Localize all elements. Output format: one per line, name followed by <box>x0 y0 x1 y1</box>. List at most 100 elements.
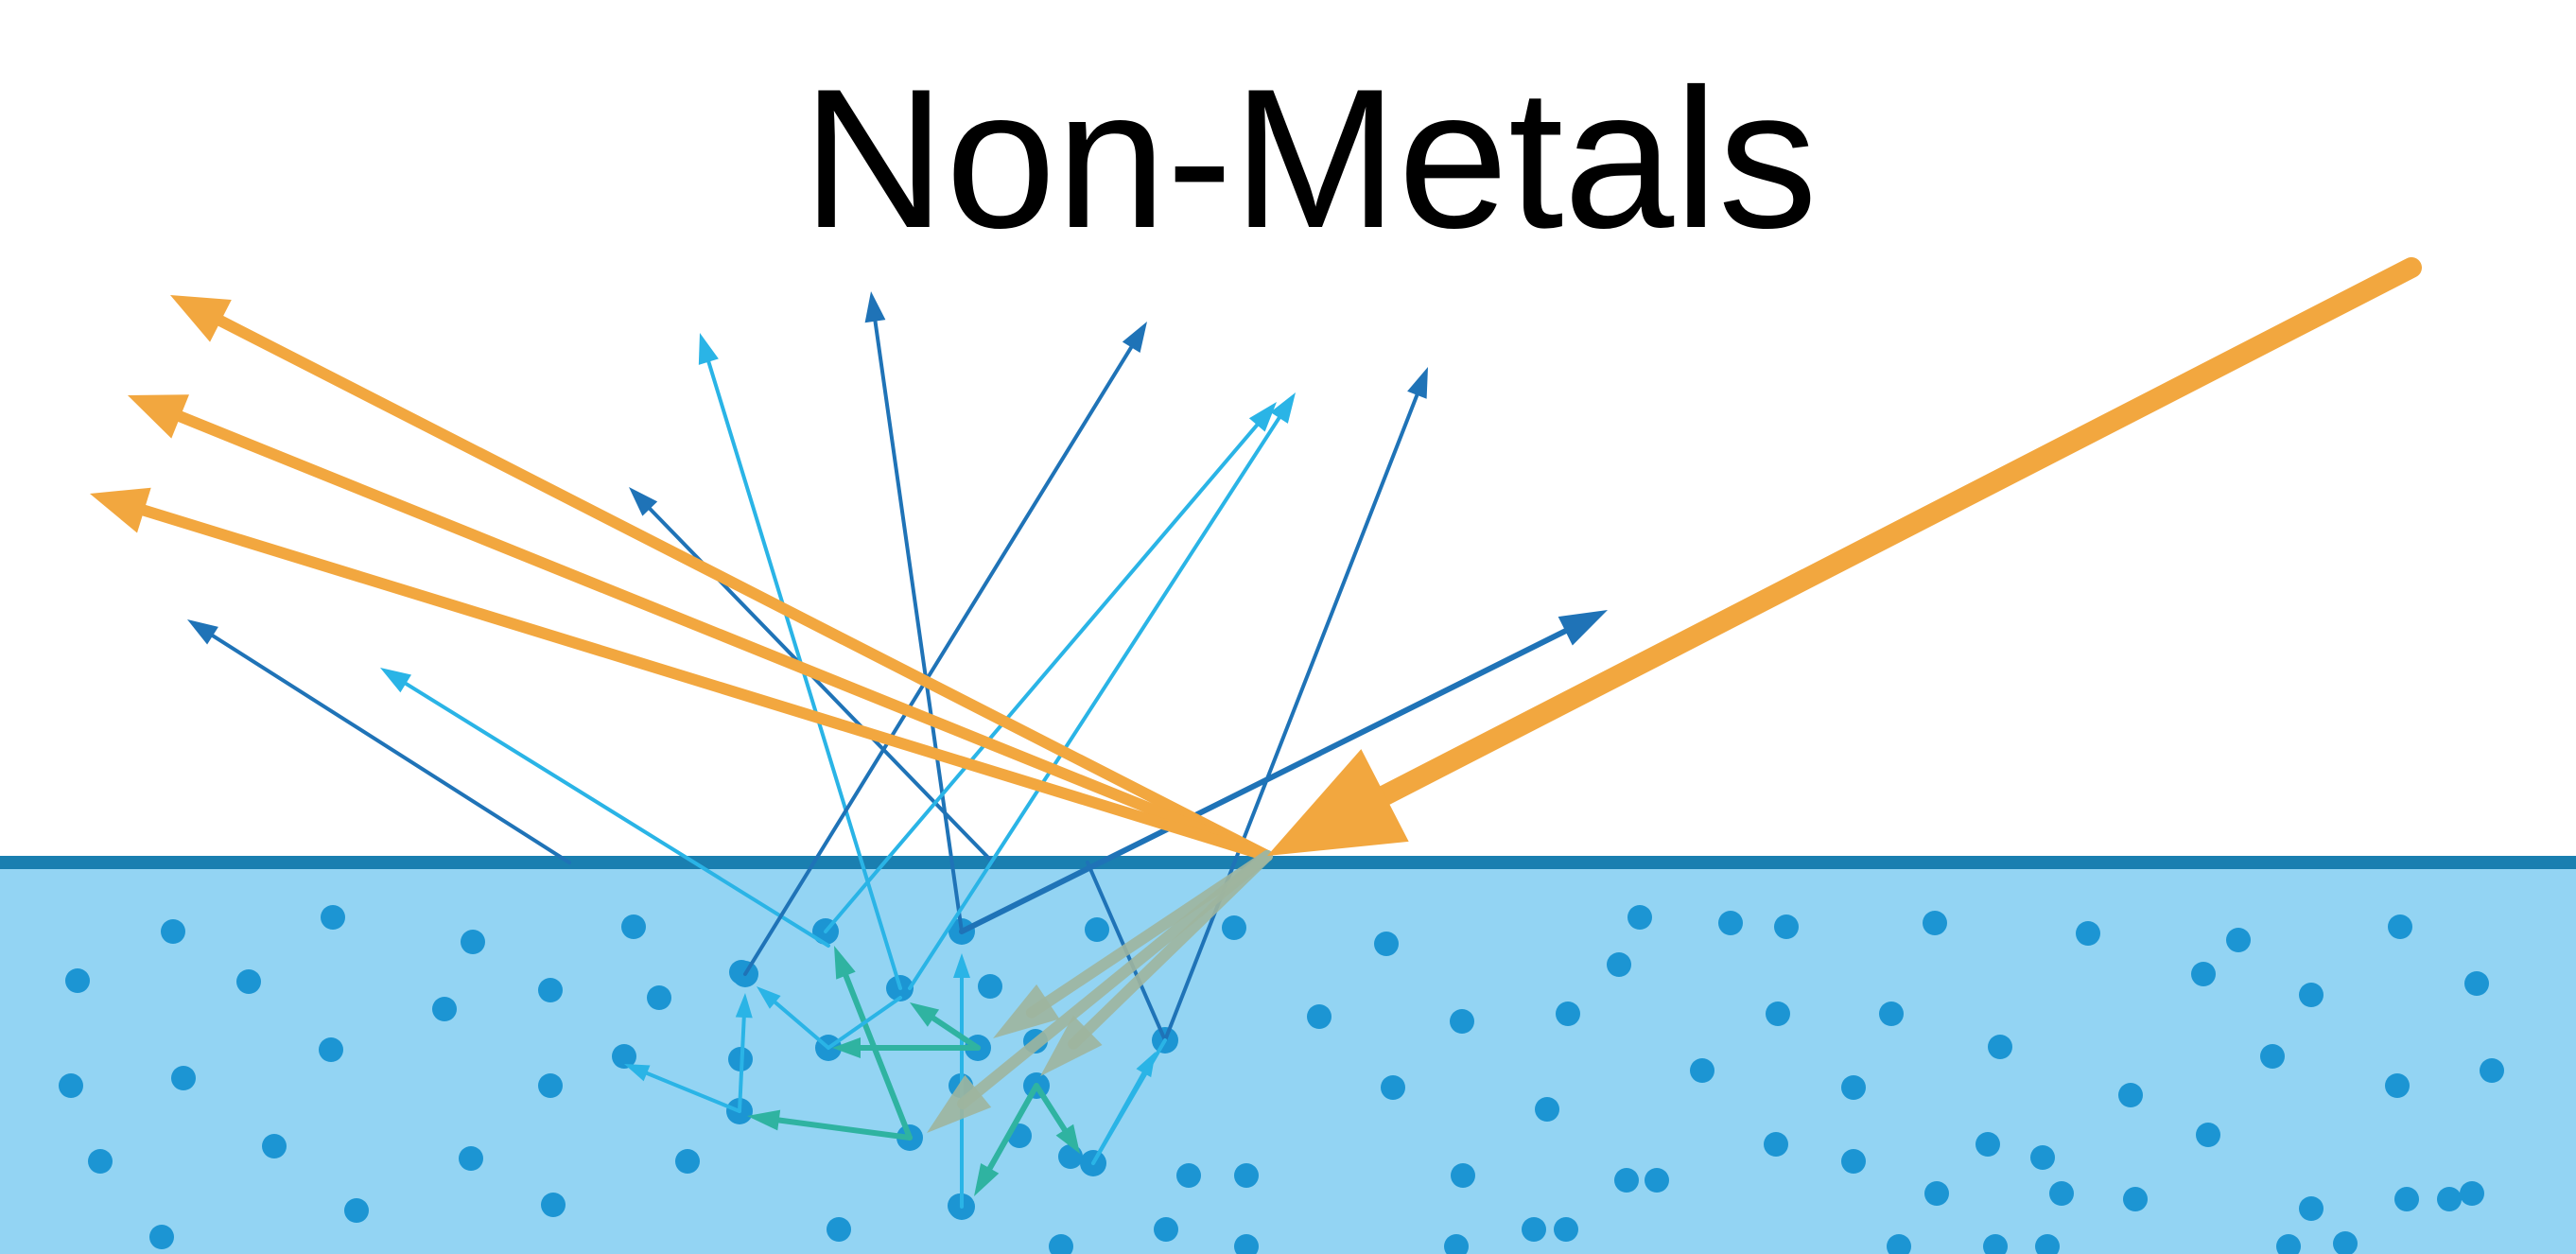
specular-ray-head <box>90 487 151 533</box>
particle <box>1222 915 1246 940</box>
particle <box>1234 1163 1259 1188</box>
particle <box>1049 1234 1073 1254</box>
ray-segment <box>827 996 902 1050</box>
incident-ray <box>1339 257 2422 825</box>
particle <box>171 1066 196 1090</box>
particle <box>2196 1123 2220 1147</box>
particle <box>2226 928 2251 952</box>
exit-ray-dark <box>872 310 964 933</box>
exit-ray-light-head <box>698 333 719 365</box>
exit-ray-dark <box>1163 384 1422 1042</box>
particle <box>1924 1181 1949 1206</box>
particle <box>1766 1001 1790 1026</box>
refracted-ray-group <box>927 850 1273 1133</box>
particle <box>1535 1097 1559 1122</box>
internal-ray-green-head <box>910 1002 940 1027</box>
particle <box>1607 952 1631 977</box>
particle <box>1764 1132 1788 1157</box>
particle <box>541 1193 566 1217</box>
particle <box>1841 1149 1866 1174</box>
internal-ray-green <box>923 1010 981 1051</box>
refracted-ray-head <box>993 984 1060 1038</box>
particle <box>461 930 485 954</box>
exit-ray-dark-head <box>1122 322 1147 354</box>
internal-ray-light <box>1091 1064 1150 1165</box>
particle <box>2076 921 2100 946</box>
particle <box>262 1134 287 1158</box>
particle <box>344 1198 369 1223</box>
particle <box>1841 1075 1866 1100</box>
particle <box>1556 1001 1580 1026</box>
particle <box>827 1217 851 1242</box>
internal-ray-light <box>637 1068 741 1113</box>
particle <box>2464 971 2489 996</box>
exit-ray-dark <box>743 338 1139 976</box>
internal-ray-light-head <box>953 953 970 978</box>
incident-ray-head <box>1267 749 1409 856</box>
particle <box>612 1044 636 1069</box>
particle <box>2333 1231 2358 1254</box>
internal-ray-light-head <box>1136 1052 1156 1078</box>
particle <box>1887 1234 1911 1254</box>
particle <box>1627 905 1652 930</box>
particle <box>432 997 457 1021</box>
internal-ray-green-head <box>747 1109 781 1131</box>
refracted-ray-head <box>927 1074 992 1133</box>
particle <box>2460 1181 2484 1206</box>
particle <box>1154 1217 1178 1242</box>
particle <box>321 905 345 930</box>
particle <box>1444 1234 1469 1254</box>
particle <box>236 969 261 994</box>
exit-ray-light <box>824 416 1265 933</box>
internal-ray-light-head <box>624 1064 651 1082</box>
internal-ray-light-head <box>757 986 781 1009</box>
particle <box>1976 1132 2000 1157</box>
exit-ray-light <box>908 408 1286 990</box>
particle <box>538 978 563 1002</box>
particle <box>1690 1058 1714 1083</box>
particle <box>1645 1168 1669 1193</box>
particle <box>1983 1234 2008 1254</box>
internal-ray-green <box>1034 1083 1072 1141</box>
particle <box>1554 1217 1578 1242</box>
particle <box>88 1149 113 1174</box>
internal-ray-light-head <box>735 993 753 1019</box>
diagram-title: Non-Metals <box>802 47 1818 270</box>
particle <box>1374 932 1399 956</box>
internal-ray-green-head <box>834 946 856 980</box>
particle <box>2299 1196 2324 1221</box>
particle <box>1614 1168 1639 1193</box>
specular-ray <box>158 404 1273 862</box>
exit-ray-light <box>396 676 830 948</box>
particle <box>538 1073 563 1098</box>
exit-ray-dark-head <box>629 487 658 516</box>
material-region <box>0 862 2576 1254</box>
particle <box>647 985 671 1010</box>
particle <box>1988 1035 2012 1059</box>
particle <box>621 914 646 939</box>
particle <box>2030 1145 2055 1170</box>
particle <box>1307 1004 1332 1029</box>
exit-ray-dark <box>202 629 571 864</box>
internal-ray-green-head <box>832 1037 861 1058</box>
incident-light-ray <box>1267 257 2422 856</box>
internal-ray-light <box>738 1008 747 1113</box>
internal-ray-green-head <box>1055 1123 1080 1154</box>
particle <box>2191 962 2216 986</box>
particle <box>1718 911 1743 935</box>
internal-ray-green <box>766 1116 913 1141</box>
exit-ray-light-head <box>380 668 411 693</box>
particle <box>1381 1075 1405 1100</box>
specular-ray <box>200 307 1273 862</box>
particle <box>1176 1163 1201 1188</box>
exit-ray-dark-head <box>864 291 886 323</box>
particle <box>2049 1181 2074 1206</box>
particle <box>2123 1187 2148 1211</box>
particle <box>1774 914 1799 939</box>
specular-ray <box>122 499 1273 862</box>
particle <box>2437 1187 2462 1211</box>
exit-ray-dark-long <box>959 621 1581 934</box>
particle <box>675 1149 700 1174</box>
particle <box>1085 917 1109 942</box>
